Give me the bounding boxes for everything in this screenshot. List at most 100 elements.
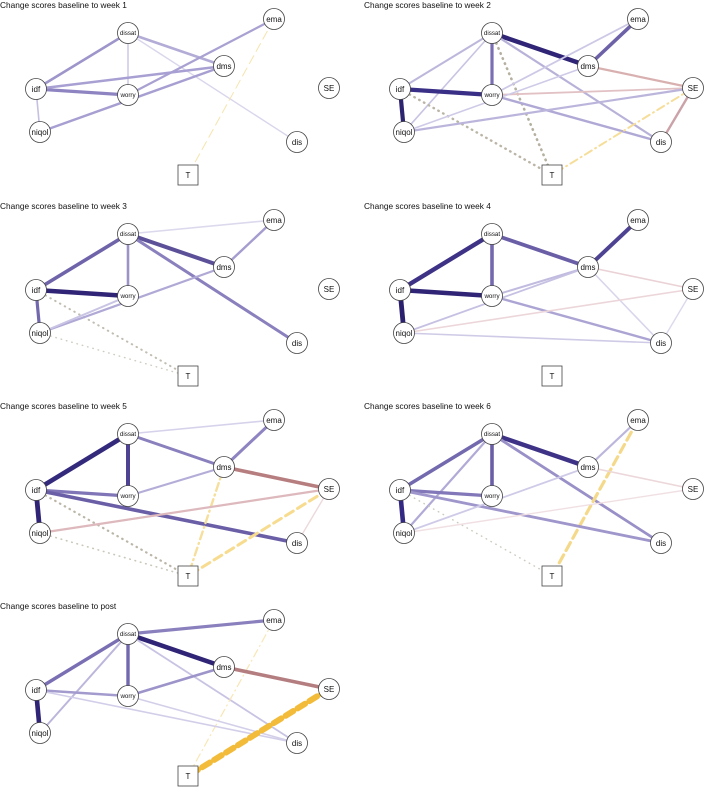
edge-ema-dms <box>587 419 639 468</box>
edge-SE-T <box>186 487 331 578</box>
node-label: dms <box>216 663 231 672</box>
edge-idf-worry <box>35 287 129 299</box>
edge-dms-T <box>186 465 226 578</box>
edge-dissat-dis <box>127 32 298 143</box>
node-dms: dms <box>577 55 599 77</box>
edge-idf-dis <box>399 488 662 545</box>
panel-title: Change scores baseline to week 4 <box>364 201 491 211</box>
edge-ema-T <box>187 619 275 777</box>
edge-dms-worry <box>127 665 225 698</box>
node-idf: idf <box>25 279 47 301</box>
edge-dissat-dms <box>491 30 589 69</box>
node-idf: idf <box>389 479 411 501</box>
node-label: dissat <box>484 231 500 238</box>
node-dissat: dissat <box>481 22 503 44</box>
node-niqol: niqol <box>393 322 415 344</box>
node-label: dissat <box>120 431 136 438</box>
node-worry: worry <box>481 485 503 507</box>
node-niqol: niqol <box>393 522 415 544</box>
node-label: ema <box>630 216 646 225</box>
panel-title: Change scores baseline to week 1 <box>0 0 127 10</box>
node-worry: worry <box>481 84 503 106</box>
node-label: niqol <box>396 529 413 538</box>
node-worry: worry <box>117 84 139 106</box>
edge-niqol-worry <box>39 295 129 334</box>
node-label: idf <box>396 85 405 94</box>
node-t: T <box>177 765 199 787</box>
edge-idf-T <box>398 87 554 177</box>
node-label: SE <box>324 685 335 694</box>
node-dissat: dissat <box>117 223 139 245</box>
node-label: idf <box>32 286 41 295</box>
edge-dissat-ema <box>127 618 275 636</box>
node-label: niqol <box>32 729 49 738</box>
edge-ema-dms <box>586 218 640 269</box>
node-label: dis <box>292 138 302 147</box>
node-label: dis <box>292 539 302 548</box>
node-ema: ema <box>263 8 285 30</box>
edge-niqol-SE <box>403 86 694 134</box>
node-label: idf <box>32 486 41 495</box>
panel-title: Change scores baseline to week 5 <box>0 401 127 411</box>
edge-dissat-dms <box>127 31 225 68</box>
node-se: SE <box>318 278 340 300</box>
edge-ema-dms <box>223 219 275 268</box>
node-dissat: dissat <box>481 423 503 445</box>
node-dissat: dissat <box>117 423 139 445</box>
edge-ema-worry <box>127 18 275 96</box>
node-idf: idf <box>25 78 47 100</box>
edge-idf-dis <box>35 488 298 545</box>
node-niqol: niqol <box>393 121 415 143</box>
node-label: ema <box>630 15 646 24</box>
node-label: idf <box>396 286 405 295</box>
edge-ema-dms <box>586 17 640 68</box>
node-label: dis <box>292 739 302 748</box>
node-label: niqol <box>396 128 413 137</box>
edge-worry-dms <box>127 465 225 498</box>
node-label: idf <box>32 85 41 94</box>
node-label: SE <box>324 84 335 93</box>
node-label: dis <box>656 138 666 147</box>
node-label: niqol <box>32 329 49 338</box>
edge-niqol-T <box>39 532 189 577</box>
edge-dissat-dms <box>127 432 225 469</box>
node-worry: worry <box>117 285 139 307</box>
node-label: dms <box>580 62 595 71</box>
edge-ema-worry <box>491 18 639 96</box>
edge-SE-T <box>551 87 694 176</box>
panel-title: Change scores baseline to week 6 <box>364 401 491 411</box>
node-dissat: dissat <box>481 223 503 245</box>
edge-dissat-niqol <box>39 633 129 734</box>
node-se: SE <box>318 478 340 500</box>
node-label: ema <box>266 216 282 225</box>
edge-niqol-SE <box>39 487 330 535</box>
edge-idf-T <box>35 289 189 377</box>
node-label: dms <box>580 463 595 472</box>
edge-ema-dms <box>222 418 276 469</box>
node-label: worry <box>119 293 136 300</box>
node-se: SE <box>682 278 704 300</box>
node-idf: idf <box>25 679 47 701</box>
edge-idf-T <box>34 488 190 578</box>
node-dissat: dissat <box>117 623 139 645</box>
node-label: ema <box>266 416 282 425</box>
node-label: T <box>186 772 191 781</box>
edge-dms-SE <box>587 466 694 490</box>
node-dms: dms <box>213 456 235 478</box>
node-label: dis <box>656 539 666 548</box>
node-label: T <box>550 572 555 581</box>
edge-dissat-dis <box>127 232 298 345</box>
node-ema: ema <box>627 8 649 30</box>
node-ema: ema <box>263 209 285 231</box>
node-label: SE <box>324 485 335 494</box>
edge-idf-dissat <box>35 232 129 292</box>
node-dis: dis <box>286 332 308 354</box>
node-se: SE <box>682 77 704 99</box>
edge-dissat-dis <box>491 32 662 143</box>
node-dms: dms <box>213 256 235 278</box>
node-t: T <box>177 164 199 186</box>
